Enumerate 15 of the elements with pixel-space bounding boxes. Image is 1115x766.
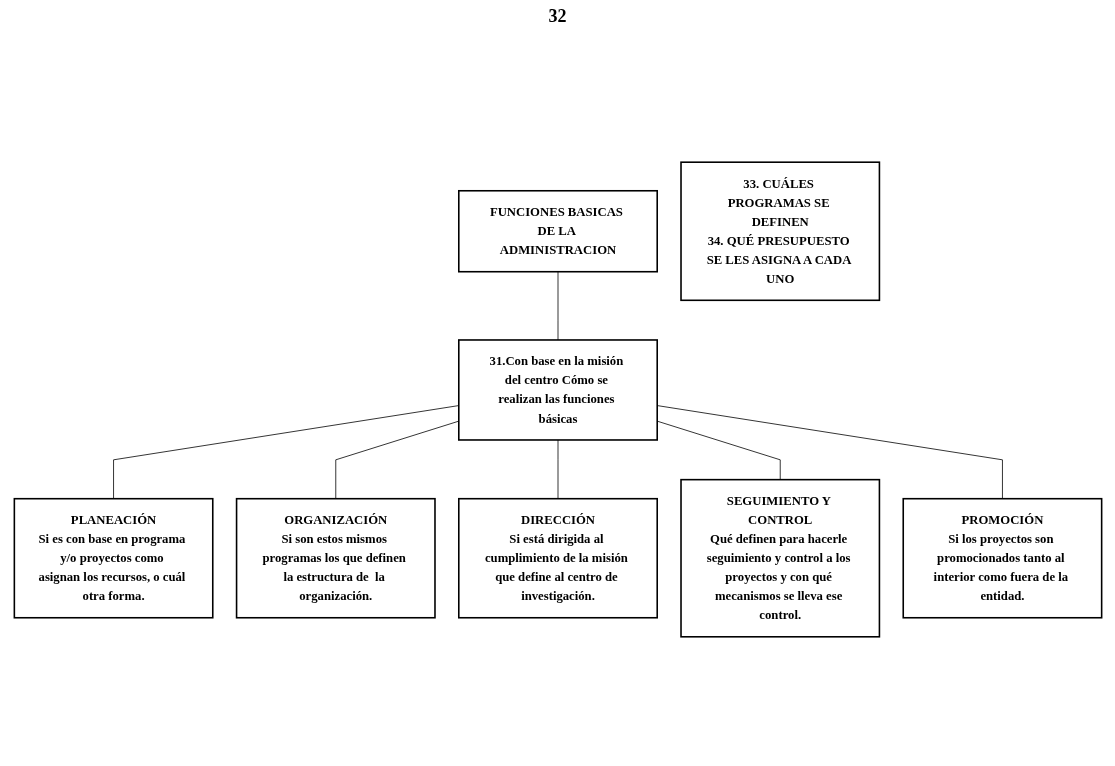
node-box: 31.Con base en la misión del centro Cómo se realizan las funciones básicas: [457, 339, 658, 441]
connector: [656, 420, 781, 481]
connector: [334, 420, 459, 500]
connector: [557, 439, 558, 500]
node-box: ORGANIZACIÓN Si son estos mismos programas los que definen la estructura de la organización.: [235, 497, 436, 619]
note-text: 32: [548, 6, 567, 27]
node-box: PROMOCIÓN Si los proyectos son promocionados tanto al interior como fuera de la entidad.: [901, 497, 1102, 619]
node-box: SEGUIMIENTO Y CONTROL Qué definen para hacerle seguimiento y control a los proyectos y con qué mecanismos se lleva ese control.: [679, 478, 880, 638]
connector: [656, 405, 1003, 500]
node-box: 33. CUÁLES PROGRAMAS SE DEFINEN 34. QUÉ PRESUPUESTO SE LES ASIGNA A CADA UNO: [679, 161, 880, 302]
node-box: DIRECCIÓN Si está dirigida al cumplimiento de la misión que define al centro de investigación.: [457, 497, 658, 619]
node-box: FUNCIONES BASICAS DE LA ADMINISTRACION: [457, 189, 658, 273]
connector: [112, 405, 459, 500]
connector: [557, 271, 558, 341]
node-box: PLANEACIÓN Si es con base en programa y/o proyectos como asignan los recursos, o cuál otra forma.: [13, 497, 214, 619]
